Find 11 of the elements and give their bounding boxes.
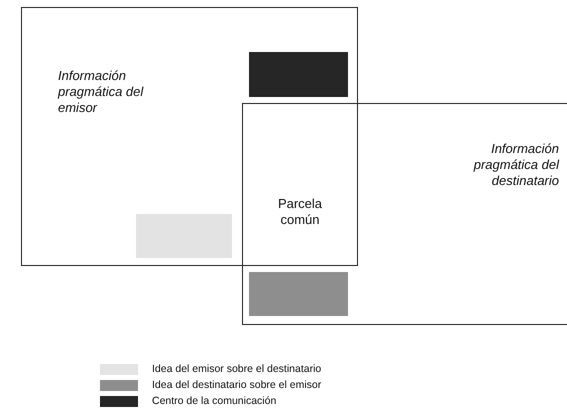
region-rectangle: [242, 103, 567, 325]
legend-text: Idea del emisor sobre el destinatario: [152, 363, 322, 376]
region-label: Información pragmática del destinatario: [472, 141, 559, 189]
shaded-patch: [136, 214, 232, 258]
region-rectangle: [21, 7, 358, 266]
overlap-label: Parcela común: [276, 196, 324, 228]
legend-text: Idea del destinatario sobre el emisor: [152, 379, 322, 392]
shaded-patch: [248, 52, 348, 96]
region-label: Información pragmática del emisor: [58, 68, 144, 116]
shaded-patch: [248, 272, 348, 316]
legend-text: Centro de la comunicación: [152, 395, 276, 408]
